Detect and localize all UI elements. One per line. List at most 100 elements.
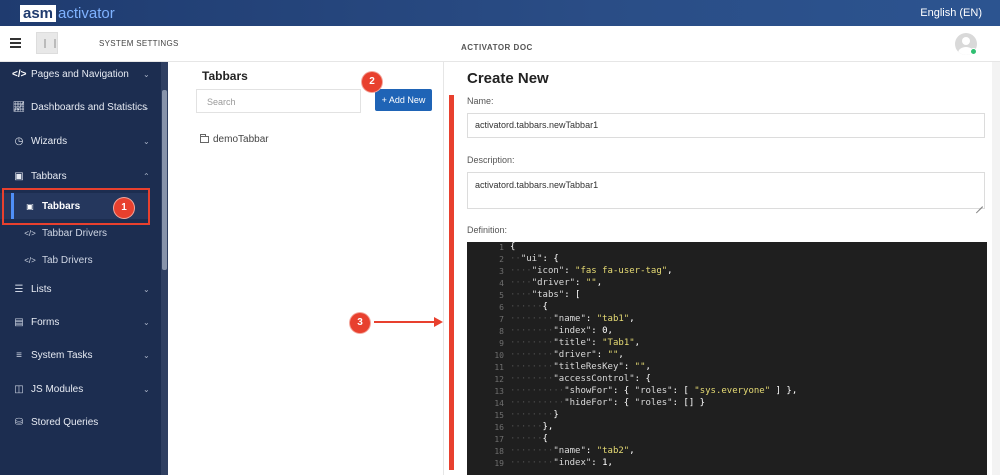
description-label: Description: — [467, 155, 515, 165]
module-icon: ◫ — [14, 383, 24, 395]
chevron-up-icon: ⌃ — [143, 171, 150, 181]
doc-title: ACTIVATOR DOC — [461, 43, 533, 52]
code-line: ········"title": "Tab1", — [510, 338, 641, 348]
sidebar-item-js-modules[interactable]: ◫ JS Modules ⌄ — [0, 379, 161, 399]
code-line: ··"ui": { — [510, 254, 559, 264]
definition-label: Definition: — [467, 225, 508, 235]
folder-icon — [200, 134, 209, 143]
sidebar-item-label: Forms — [31, 316, 60, 328]
code-line: ········"index": 1, — [510, 458, 613, 468]
search-input[interactable]: Search — [196, 89, 361, 113]
sidebar-item-label: System Tasks — [31, 349, 93, 361]
resize-handle-icon[interactable] — [975, 199, 983, 207]
annotation-highlight-box — [2, 188, 150, 225]
line-number: 9 — [499, 339, 504, 348]
sidebar-scroll-thumb[interactable] — [162, 90, 167, 270]
code-editor[interactable]: 1 2 3 4 5 6 7 8 9 10 11 12 13 14 15 16 1… — [467, 242, 987, 475]
panel-title: Tabbars — [202, 69, 248, 83]
page-scrollbar[interactable] — [992, 62, 1000, 475]
app-thumbnail-icon[interactable] — [36, 32, 58, 54]
line-number: 11 — [494, 363, 504, 372]
name-label: Name: — [467, 96, 494, 106]
line-number: 3 — [499, 267, 504, 276]
code-line: ······}, — [510, 422, 554, 432]
code-icon: </> — [24, 255, 36, 265]
chevron-down-icon: ⌄ — [143, 69, 150, 79]
line-number: 7 — [499, 315, 504, 324]
sidebar-item-label: Pages and Navigation — [31, 68, 129, 80]
sidebar-item-lists[interactable]: ☰ Lists ⌄ — [0, 279, 161, 299]
tabbars-list-panel — [168, 62, 443, 475]
editor-gutter: 1 2 3 4 5 6 7 8 9 10 11 12 13 14 15 16 1… — [467, 242, 505, 475]
sidebar-item-forms[interactable]: ▤ Forms ⌄ — [0, 312, 161, 332]
annotation-badge-3: 3 — [350, 313, 370, 333]
sidebar-item-label: Tabbars — [31, 170, 67, 182]
sidebar-item-wizards[interactable]: ◷ Wizards ⌄ — [0, 131, 161, 151]
sidebar-item-tabbars-group[interactable]: ▣ Tabbars ⌃ — [0, 166, 161, 186]
name-field[interactable]: activatord.tabbars.newTabbar1 — [467, 113, 985, 138]
sidebar-item-label: Dashboards and Statistics — [31, 101, 148, 113]
annotation-badge-2: 2 — [362, 72, 382, 92]
code-line: ········"driver": "", — [510, 350, 624, 360]
sidebar-item-tab-drivers[interactable]: </> Tab Drivers — [0, 250, 161, 270]
line-number: 5 — [499, 291, 504, 300]
line-number: 2 — [499, 255, 504, 264]
secondary-header: SYSTEM SETTINGS ACTIVATOR DOC — [0, 26, 1000, 62]
sidebar-item-pages-and-navigation[interactable]: </> Pages and Navigation ⌄ — [0, 64, 161, 84]
sidebar-item-stored-queries[interactable]: ⛁ Stored Queries — [0, 412, 161, 432]
chevron-down-icon: ⌄ — [143, 350, 150, 360]
add-new-button[interactable]: + Add New — [375, 89, 432, 111]
sidebar-item-system-tasks[interactable]: ≡ System Tasks ⌄ — [0, 345, 161, 365]
line-number: 14 — [494, 399, 504, 408]
code-line: ········"name": "tab1", — [510, 314, 635, 324]
code-line: ··········"hideFor": { "roles": [] } — [510, 398, 706, 408]
sidebar-item-label: Stored Queries — [31, 416, 99, 428]
annotation-badge-1: 1 — [114, 198, 134, 218]
app-logo[interactable]: asm activator — [20, 4, 115, 22]
line-number: 19 — [494, 459, 504, 468]
hamburger-menu-icon[interactable] — [10, 38, 21, 48]
annotation-highlight-bar — [449, 95, 454, 470]
sidebar-item-label: Tab Drivers — [42, 254, 93, 266]
list-icon: ☰ — [14, 283, 24, 295]
form-icon: ▤ — [14, 316, 24, 328]
code-line: ····"tabs": [ — [510, 290, 581, 300]
code-line: { — [510, 242, 516, 252]
line-number: 10 — [494, 351, 504, 360]
logo-asm-text: asm — [20, 4, 57, 22]
code-line: ······{ — [510, 302, 548, 312]
line-number: 4 — [499, 279, 504, 288]
annotation-arrow — [374, 321, 436, 323]
top-bar: asm activator English (EN) — [0, 0, 1000, 26]
window-icon: ▣ — [26, 201, 34, 211]
line-number: 16 — [494, 423, 504, 432]
active-indicator — [11, 193, 14, 219]
code-line: ····"driver": "", — [510, 278, 603, 288]
sidebar-item-dashboards[interactable]: 📈︎ Dashboards and Statistics ⌄ — [0, 97, 161, 117]
sidebar-item-tabbar-drivers[interactable]: </> Tabbar Drivers — [0, 223, 161, 243]
list-item-label: demoTabbar — [213, 134, 269, 145]
sidebar-item-label: Lists — [31, 283, 52, 295]
chevron-down-icon: ⌄ — [143, 102, 150, 112]
panel-divider — [443, 62, 444, 475]
line-number: 18 — [494, 447, 504, 456]
chevron-down-icon: ⌄ — [143, 284, 150, 294]
line-number: 6 — [499, 303, 504, 312]
chevron-down-icon: ⌄ — [143, 136, 150, 146]
tasks-icon: ≡ — [16, 349, 22, 361]
logo-activator-text: activator — [58, 4, 115, 22]
clock-icon: ◷ — [14, 135, 24, 147]
code-line: ······{ — [510, 434, 548, 444]
database-icon: ⛁ — [14, 416, 24, 428]
code-line: ········"accessControl": { — [510, 374, 651, 384]
line-number: 15 — [494, 411, 504, 420]
code-line: ········} — [510, 410, 559, 420]
code-line: ········"index": 0, — [510, 326, 613, 336]
description-field[interactable]: activatord.tabbars.newTabbar1 — [467, 172, 985, 209]
code-line: ········"name": "tab2", — [510, 446, 635, 456]
line-number: 17 — [494, 435, 504, 444]
form-title: Create New — [467, 70, 549, 87]
language-selector[interactable]: English (EN) — [920, 7, 982, 19]
system-settings-link[interactable]: SYSTEM SETTINGS — [99, 39, 179, 48]
list-item[interactable]: demoTabbar — [200, 134, 269, 145]
